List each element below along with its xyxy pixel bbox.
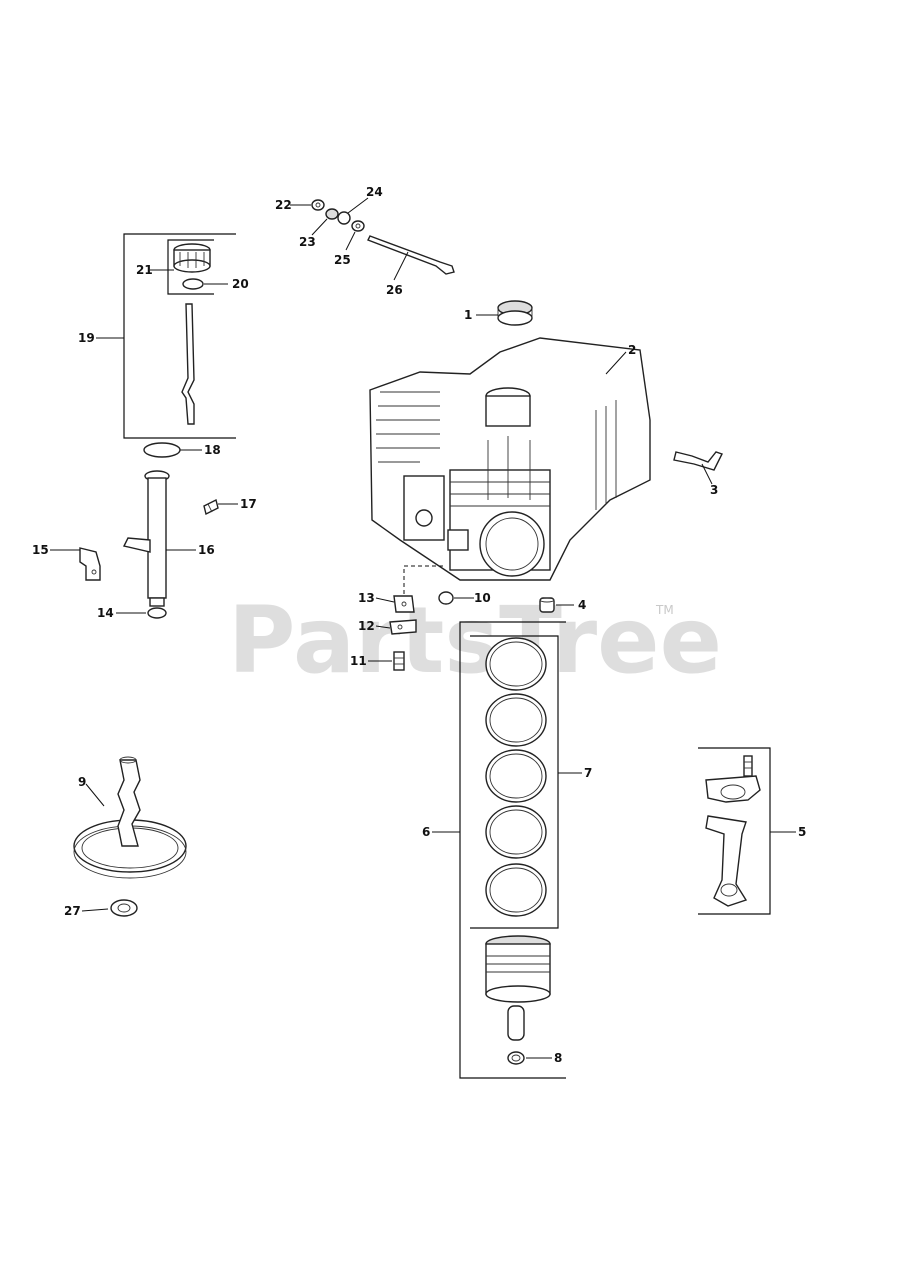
callout-4[interactable]: 4 [578,598,586,612]
part-1-oil-seal[interactable] [497,300,533,326]
callout-5[interactable]: 5 [798,825,806,839]
callout-24[interactable]: 24 [366,185,383,199]
callout-8[interactable]: 8 [554,1051,562,1065]
part-12-plate[interactable] [389,619,417,635]
part-11-screw[interactable] [393,651,405,671]
part-14-o-ring[interactable] [147,607,167,619]
callout-labels: 22 23 24 25 26 21 20 19 18 17 15 16 14 1… [32,185,806,1065]
part-20-o-ring[interactable] [182,278,204,290]
callout-23[interactable]: 23 [299,235,316,249]
part-16-dipstick-tube[interactable] [122,470,170,607]
callout-6[interactable]: 6 [422,825,430,839]
callout-12[interactable]: 12 [358,619,375,633]
part-8-retainer[interactable] [507,1051,525,1065]
callout-27[interactable]: 27 [64,904,81,918]
callout-25[interactable]: 25 [334,253,351,267]
callout-18[interactable]: 18 [204,443,221,457]
watermark: PartsTree TM [228,587,722,694]
callout-3[interactable]: 3 [710,483,718,497]
part-7-bracket [470,635,559,929]
part-6-bracket [459,621,566,1079]
callout-21[interactable]: 21 [136,263,153,277]
part-7-piston-rings[interactable] [485,637,547,917]
callout-15[interactable]: 15 [32,543,49,557]
callout-19[interactable]: 19 [78,331,95,345]
callout-1[interactable]: 1 [464,308,472,322]
callout-9[interactable]: 9 [78,775,86,789]
part-18-o-ring[interactable] [143,442,181,458]
callout-16[interactable]: 16 [198,543,215,557]
part-19-bracket [123,233,236,439]
part-23-washer[interactable] [325,208,339,220]
callout-11[interactable]: 11 [350,654,367,668]
part-24-nut[interactable] [337,211,351,225]
piston[interactable] [485,935,551,1003]
part-15-bracket[interactable] [79,547,101,581]
leader-lines [50,197,796,1059]
callout-2[interactable]: 2 [628,343,636,357]
watermark-text: PartsTree [228,587,722,694]
part-2-crankcase[interactable] [369,337,651,581]
dashed-guide [403,565,444,594]
piston-pin[interactable] [507,1005,525,1041]
part-10-plug[interactable] [438,591,454,605]
part-22-nut[interactable] [311,199,325,211]
part-21-dipstick-cap[interactable] [173,243,211,273]
callout-17[interactable]: 17 [240,497,257,511]
part-17-screw[interactable] [203,498,219,516]
part-13-plate[interactable] [393,595,415,613]
part-3-breather-tube[interactable] [673,451,723,471]
part-5-connecting-rod[interactable] [705,755,761,907]
callout-22[interactable]: 22 [275,198,292,212]
part-4-plug[interactable] [539,597,555,613]
callout-26[interactable]: 26 [386,283,403,297]
watermark-tm: TM [655,603,674,617]
part-9-camshaft[interactable] [73,756,187,879]
callout-7[interactable]: 7 [584,766,592,780]
part-27-washer[interactable] [110,899,138,917]
part-5-bracket [698,747,771,915]
callout-14[interactable]: 14 [97,606,114,620]
callout-20[interactable]: 20 [232,277,249,291]
part-26-rod[interactable] [367,235,455,275]
part-25-washer[interactable] [351,220,365,232]
callout-13[interactable]: 13 [358,591,375,605]
dipstick-blade [181,303,195,425]
callout-10[interactable]: 10 [474,591,491,605]
